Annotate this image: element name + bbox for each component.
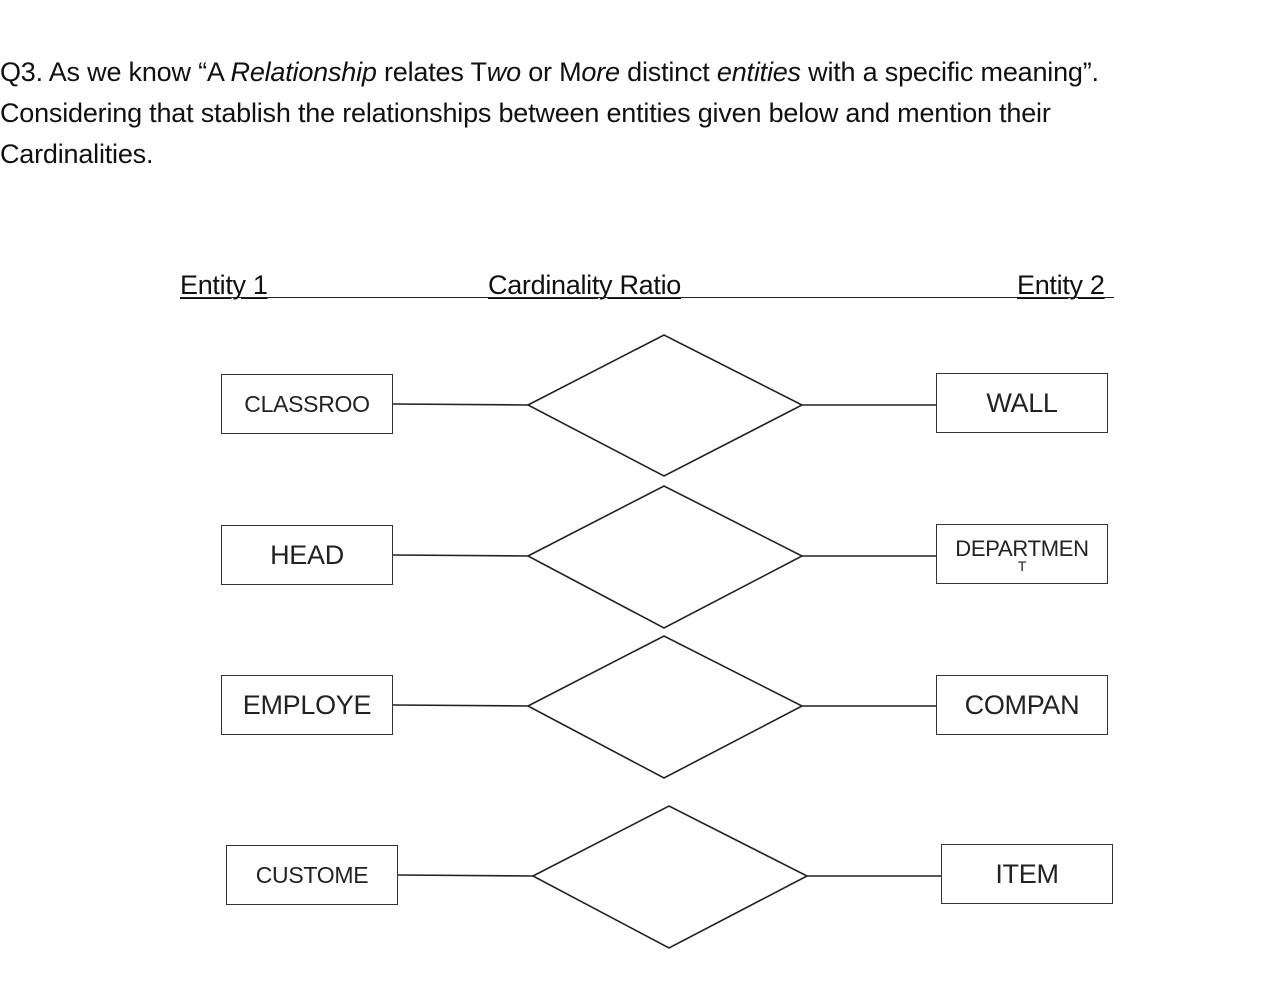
question-line-3: Cardinalities. — [0, 139, 154, 169]
header-underline — [180, 297, 1114, 298]
relationship-diamond — [531, 805, 809, 949]
connector-line — [397, 874, 534, 877]
question-line-2: Considering that stablish the relationsh… — [0, 98, 1051, 128]
header-entity-1: Entity 1 — [180, 270, 268, 300]
entity-2-box: ITEM — [941, 844, 1113, 904]
connector-line — [392, 403, 529, 406]
header-cardinality-ratio: Cardinality Ratio — [488, 270, 681, 300]
connector-line — [392, 554, 529, 557]
entity-1-box: EMPLOYE — [221, 675, 393, 735]
header-entity-2: Entity 2 — [1017, 270, 1105, 300]
relationship-diamond — [526, 635, 804, 779]
entity-2-box: DEPARTMEN T — [936, 524, 1108, 584]
entity-2-box: WALL — [936, 373, 1108, 433]
entity-2-box: COMPAN — [936, 675, 1108, 735]
entity-2-label: DEPARTMEN — [955, 536, 1089, 561]
question-text: Q3. As we know “A Relationship relates T… — [0, 52, 1275, 175]
question-line-1: Q3. As we know “A Relationship relates T… — [0, 57, 1099, 87]
entity-1-box: CLASSROO — [221, 374, 393, 434]
entity-2-label-overflow: T — [1017, 558, 1027, 574]
connector-line — [392, 704, 529, 707]
relationship-diamond — [526, 334, 804, 477]
relationship-diamond — [526, 485, 804, 629]
entity-1-box: CUSTOME — [226, 845, 398, 905]
entity-1-box: HEAD — [221, 525, 393, 585]
